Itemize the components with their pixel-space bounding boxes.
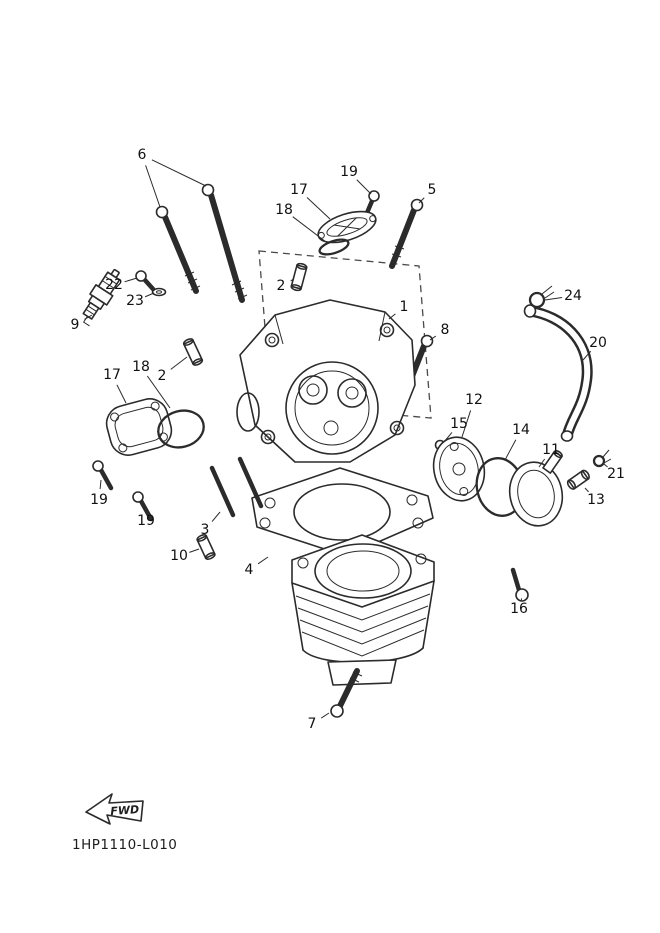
fwd-label: FWD: [110, 803, 140, 818]
assembly-dashed-outline: [258, 250, 432, 419]
callout-2: 2: [158, 368, 167, 384]
washer: [151, 287, 167, 297]
callout-3: 3: [201, 522, 210, 538]
leader-line: [429, 335, 437, 341]
callout-20: 20: [589, 335, 607, 351]
callout-2: 2: [277, 278, 286, 294]
leader-line: [99, 479, 102, 490]
callout-12: 12: [465, 392, 483, 408]
leader-line: [443, 432, 453, 443]
callout-15: 15: [450, 416, 468, 432]
leader-line: [211, 511, 221, 522]
callout-18: 18: [275, 202, 293, 218]
base-gasket: [251, 467, 434, 557]
callout-24: 24: [564, 288, 582, 304]
stud-bolt-pair: [155, 183, 248, 303]
leader-line: [544, 297, 563, 301]
leader-line: [461, 410, 472, 438]
spark-plug: [82, 268, 121, 327]
leader-line: [124, 277, 138, 283]
callout-4: 4: [245, 562, 254, 578]
callout-19: 19: [137, 513, 155, 529]
callout-13: 13: [587, 492, 605, 508]
dowel-pin-left: [182, 338, 204, 366]
callout-23: 23: [126, 293, 144, 309]
breather-cover: [508, 450, 564, 527]
callout-8: 8: [441, 322, 450, 338]
callout-17: 17: [290, 182, 308, 198]
joint-pipe: [566, 469, 590, 490]
leader-line: [116, 384, 127, 404]
leader-line: [538, 458, 546, 468]
callout-7: 7: [308, 716, 317, 732]
leader-line: [320, 712, 330, 719]
leader-line: [306, 197, 331, 220]
leader-line: [145, 165, 161, 208]
dowel-pin-top: [290, 262, 308, 292]
leader-line: [290, 278, 295, 282]
fwd-arrow-icon: [85, 793, 144, 825]
leader-line: [144, 292, 155, 298]
leader-line: [151, 159, 207, 187]
cover-bolt-b: [132, 491, 154, 522]
callout-17: 17: [103, 367, 121, 383]
hose-clamp-top: [528, 285, 555, 309]
callout-9: 9: [71, 317, 80, 333]
leader-line: [603, 463, 608, 468]
callout-22: 22: [105, 277, 123, 293]
leader-line: [584, 487, 589, 493]
callout-18: 18: [132, 359, 150, 375]
leader-line: [146, 375, 171, 409]
callout-16: 16: [510, 601, 528, 617]
tappet-cover-top: [317, 210, 377, 244]
breather-hose: [523, 304, 593, 442]
small-bolt: [135, 270, 156, 292]
stud-bolts-lower: [209, 456, 264, 518]
leader-line: [257, 556, 269, 565]
callout-5: 5: [428, 182, 437, 198]
callout-21: 21: [607, 466, 625, 482]
callout-10: 10: [170, 548, 188, 564]
leader-line: [292, 216, 327, 243]
callout-19: 19: [90, 492, 108, 508]
leader-line: [418, 197, 425, 204]
bottom-bolt: [330, 668, 363, 718]
breather-cover-bolt: [510, 567, 529, 602]
callout-6: 6: [138, 147, 147, 163]
cylinder-block: [291, 534, 435, 686]
callout-11: 11: [542, 442, 560, 458]
dowel-pin-bottom: [196, 534, 216, 560]
hose-clip-bottom: [592, 449, 612, 468]
leader-line: [170, 356, 188, 370]
diagram-code: 1HP1110-L010: [72, 837, 177, 853]
leader-line: [142, 503, 145, 511]
cylinder-head: [236, 299, 416, 463]
oring-left: [157, 409, 205, 449]
leader-line: [504, 439, 517, 461]
callout-1: 1: [400, 299, 409, 315]
callout-14: 14: [512, 422, 530, 438]
leader-line: [84, 314, 93, 320]
leader-line: [520, 598, 523, 602]
cylinder-head-bolt: [389, 198, 424, 269]
oring-top: [318, 238, 350, 256]
leader-line: [356, 179, 372, 195]
cover-bolt-a: [92, 460, 114, 491]
leader-line: [388, 313, 396, 320]
leader-line: [189, 548, 200, 553]
leader-line: [582, 350, 592, 361]
callout-19: 19: [340, 164, 358, 180]
head-cover-left: [105, 398, 173, 456]
fwd-marker: FWD: [85, 793, 144, 825]
